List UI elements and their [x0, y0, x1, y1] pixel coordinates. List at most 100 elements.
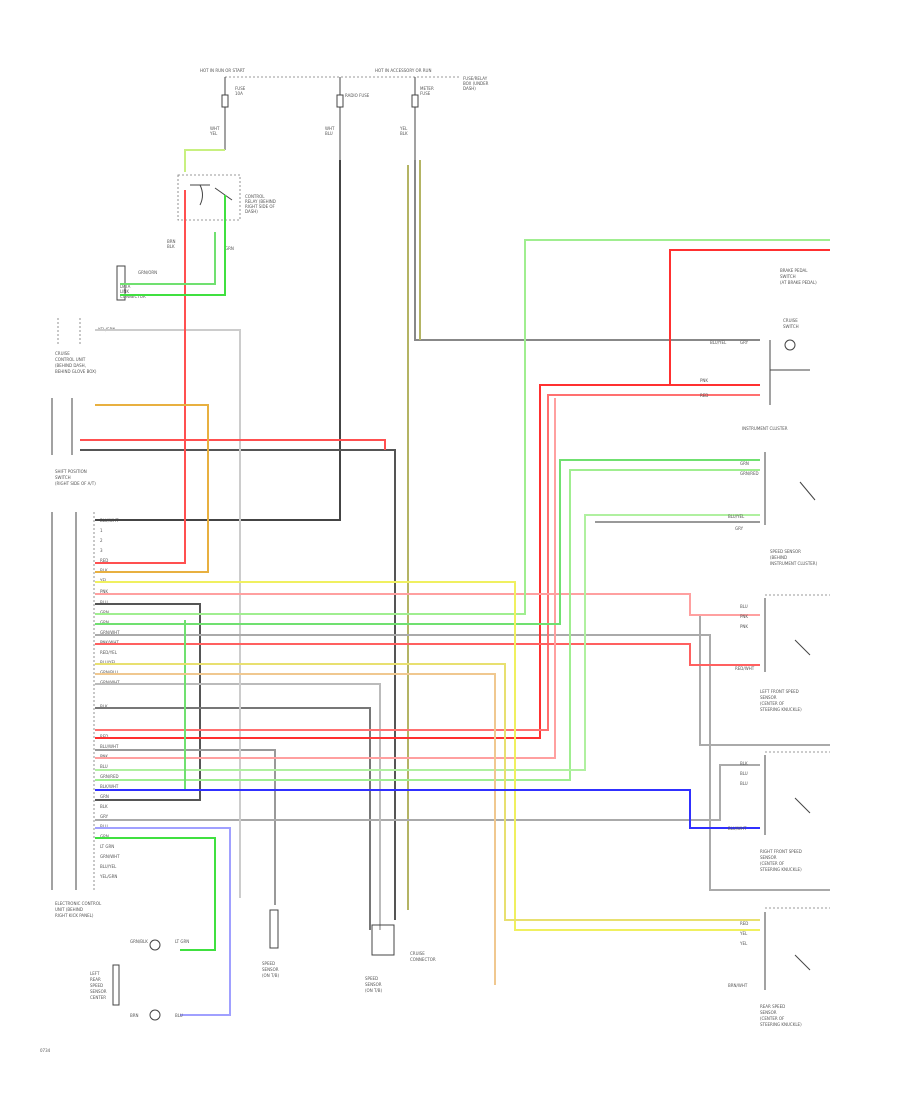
svg-text:REAR: REAR [90, 977, 101, 982]
svg-text:SENSOR: SENSOR [90, 989, 107, 994]
svg-text:(RIGHT SIDE OF A/T): (RIGHT SIDE OF A/T) [55, 481, 96, 486]
svg-text:BLU: BLU [100, 764, 108, 769]
svg-text:GRN/WHT: GRN/WHT [100, 854, 120, 859]
svg-text:CONNECTOR: CONNECTOR [120, 294, 146, 299]
svg-text:SENSOR: SENSOR [760, 695, 777, 700]
svg-text:RED: RED [100, 734, 108, 739]
svg-text:YEL: YEL [739, 941, 748, 946]
svg-text:PNK: PNK [100, 589, 108, 594]
svg-text:SENSOR: SENSOR [365, 982, 382, 987]
svg-text:RADIO FUSE: RADIO FUSE [345, 93, 370, 98]
svg-text:CENTER: CENTER [90, 995, 106, 1000]
svg-text:BLK: BLK [100, 804, 108, 809]
svg-text:INSTRUMENT CLUSTER): INSTRUMENT CLUSTER) [770, 561, 818, 566]
svg-text:GRN: GRN [100, 610, 109, 615]
svg-text:BLK: BLK [400, 131, 408, 136]
svg-text:SWITCH: SWITCH [55, 475, 71, 480]
svg-text:RED/YEL: RED/YEL [100, 650, 118, 655]
svg-text:SPEED SENSOR: SPEED SENSOR [770, 549, 801, 554]
svg-text:BLU: BLU [325, 131, 333, 136]
svg-text:GRN: GRN [740, 461, 749, 466]
svg-text:UNIT (BEHIND: UNIT (BEHIND [55, 907, 83, 912]
svg-text:REAR SPEED: REAR SPEED [760, 1004, 785, 1009]
svg-text:RIGHT FRONT SPEED: RIGHT FRONT SPEED [760, 849, 802, 854]
svg-text:BLU: BLU [740, 781, 748, 786]
svg-text:RED: RED [100, 558, 108, 563]
svg-text:RELAY (BEHIND: RELAY (BEHIND [245, 199, 276, 204]
svg-text:(ON T/B): (ON T/B) [262, 973, 280, 978]
svg-text:GRN/RED: GRN/RED [740, 471, 759, 476]
svg-text:LT GRN: LT GRN [175, 939, 189, 944]
svg-text:YEL: YEL [399, 126, 408, 131]
svg-text:YEL/GRN: YEL/GRN [99, 874, 117, 879]
svg-text:(CENTER OF: (CENTER OF [760, 1016, 785, 1021]
svg-text:BLU: BLU [740, 604, 748, 609]
svg-text:DASH): DASH) [463, 86, 476, 91]
svg-text:BLK: BLK [167, 244, 175, 249]
svg-text:(ON T/B): (ON T/B) [365, 988, 383, 993]
svg-text:SENSOR: SENSOR [760, 855, 777, 860]
svg-text:PNK: PNK [700, 378, 708, 383]
svg-text:3: 3 [100, 548, 103, 553]
svg-text:BRN/WHT: BRN/WHT [728, 983, 748, 988]
svg-text:GRN/RED: GRN/RED [100, 774, 119, 779]
svg-text:YEL: YEL [209, 131, 218, 136]
svg-text:BLU: BLU [175, 1013, 183, 1018]
svg-text:(AT BRAKE PEDAL): (AT BRAKE PEDAL) [780, 280, 817, 285]
svg-text:BLU: BLU [740, 771, 748, 776]
svg-text:INSTRUMENT CLUSTER: INSTRUMENT CLUSTER [742, 426, 788, 431]
svg-text:CRUISE: CRUISE [55, 351, 70, 356]
svg-text:METER: METER [420, 86, 434, 91]
svg-text:BOX (UNDER: BOX (UNDER [463, 81, 489, 86]
svg-text:(CENTER OF: (CENTER OF [760, 861, 785, 866]
svg-text:BLK/WHT: BLK/WHT [100, 784, 119, 789]
svg-text:GRN: GRN [100, 834, 109, 839]
svg-text:BEHIND GLOVE BOX): BEHIND GLOVE BOX) [55, 369, 97, 374]
svg-text:GRY: GRY [740, 340, 749, 345]
fuse-bus: HOT IN RUN OR START HOT IN ACCESSORY OR … [200, 68, 489, 160]
svg-text:CONNECTOR: CONNECTOR [410, 957, 436, 962]
svg-text:BLK: BLK [740, 761, 748, 766]
svg-text:SPEED: SPEED [365, 976, 378, 981]
svg-text:PNK: PNK [740, 614, 748, 619]
svg-text:0734: 0734 [40, 1048, 51, 1053]
svg-text:SWITCH: SWITCH [783, 324, 799, 329]
svg-text:BLU/YEL: BLU/YEL [100, 864, 117, 869]
svg-text:BLU/WHT: BLU/WHT [728, 826, 747, 831]
svg-text:RED: RED [740, 921, 748, 926]
svg-text:GRN/BLK: GRN/BLK [130, 939, 148, 944]
svg-text:LEFT FRONT SPEED: LEFT FRONT SPEED [760, 689, 799, 694]
svg-text:CONTROL UNIT: CONTROL UNIT [55, 357, 86, 362]
svg-text:GRN: GRN [100, 794, 109, 799]
svg-text:BLU: BLU [100, 600, 108, 605]
svg-text:HOT IN RUN OR START: HOT IN RUN OR START [200, 68, 245, 73]
svg-text:CONTROL: CONTROL [245, 194, 265, 199]
svg-text:SWITCH: SWITCH [780, 274, 796, 279]
wires [80, 149, 830, 1016]
svg-text:(CENTER OF: (CENTER OF [760, 701, 785, 706]
svg-text:WHT: WHT [325, 126, 335, 131]
svg-text:FUSE: FUSE [235, 86, 246, 91]
svg-text:BRAKE PEDAL: BRAKE PEDAL [780, 268, 808, 273]
svg-text:GRN/WHT: GRN/WHT [100, 680, 120, 685]
svg-text:FUSE: FUSE [420, 91, 431, 96]
svg-text:LEFT: LEFT [90, 971, 100, 976]
svg-text:CRUISE: CRUISE [410, 951, 425, 956]
svg-text:STEERING KNUCKLE): STEERING KNUCKLE) [760, 707, 802, 712]
svg-text:STEERING KNUCKLE): STEERING KNUCKLE) [760, 1022, 802, 1027]
svg-text:FUSE/RELAY: FUSE/RELAY [463, 76, 488, 81]
svg-text:2: 2 [100, 538, 103, 543]
svg-text:RED: RED [700, 393, 708, 398]
svg-text:BLU: BLU [100, 824, 108, 829]
svg-text:STEERING KNUCKLE): STEERING KNUCKLE) [760, 867, 802, 872]
svg-text:CRUISE: CRUISE [783, 318, 798, 323]
svg-text:LT GRN: LT GRN [100, 844, 114, 849]
svg-text:(BEHIND DASH,: (BEHIND DASH, [55, 363, 86, 368]
svg-text:GRY: GRY [100, 814, 109, 819]
